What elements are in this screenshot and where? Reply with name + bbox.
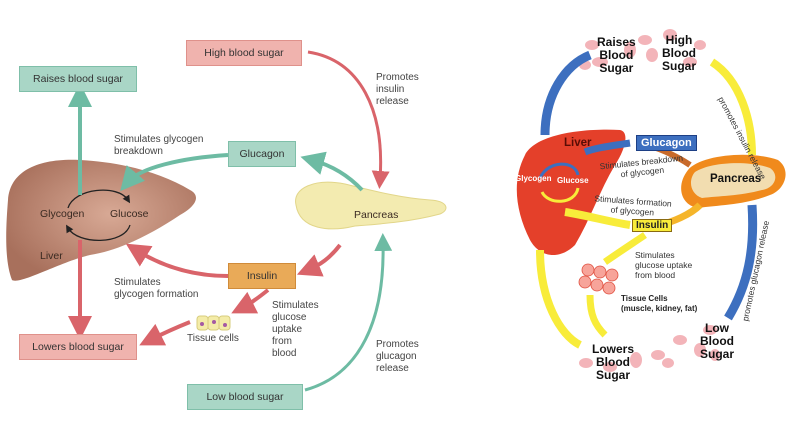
stimulates-glucose-uptake-label: Stimulates glucose uptake from blood [272,300,319,359]
pancreas-shape [295,181,447,230]
cycle-arrow-bottom [66,224,131,242]
raises-blood-sugar-box: Raises blood sugar [19,66,137,92]
blood-cells-bottom [579,325,720,372]
arrow-glucagon-to-liver [120,153,229,192]
cycle-arrow-blue [538,162,580,179]
arrow-tissue-to-lowers [139,320,191,346]
tissue-cells-label: Tissue cells [187,333,239,344]
glucagon-right-label: Glucagon [636,135,697,151]
arrow-insulin-to-tissue-yellow [602,232,647,265]
arrow-low-to-pancreas [304,233,393,392]
arrow-insulin-to-liver-yellow [564,208,631,229]
glucose-label: Glucose [110,208,149,220]
low-blood-sugar-label: Low Blood Sugar [700,321,735,361]
low-blood-sugar-box: Low blood sugar [187,384,303,410]
pancreas-right-label: Pancreas [710,173,762,185]
cycle-arrow-yellow [540,187,580,203]
promotes-insulin-release-label: Promotes insulin release [376,72,419,107]
arrow-pancreas-to-glucagon [300,151,364,192]
arrow-insulin-to-liver [125,243,229,278]
liver-right-label: Liver [564,137,592,149]
lowers-blood-sugar-box: Lowers blood sugar [19,334,137,360]
glucose-right-label: Glucose [557,176,589,185]
tissue-cells-right-label: Tissue Cells (muscle, kidney, fat) [621,294,698,313]
arrow-tissue-to-lowers-yellow [586,294,608,338]
glucagon-box: Glucagon [228,141,296,167]
tissue-cells-icon [196,315,231,331]
raises-blood-sugar-label: Raises Blood Sugar [597,35,636,75]
stimulates-uptake-label: Stimulates glucose uptake from blood [635,250,693,280]
lowers-blood-sugar-label: Lowers Blood Sugar [592,342,635,382]
liver-right-shape [516,129,626,256]
pancreas-right-inner [690,163,776,198]
glycogen-right-label: Glycogen [515,174,552,183]
promotes-glucagon-release-label: Promotes glucagon release [376,339,419,374]
high-blood-sugar-box: High blood sugar [186,40,302,66]
arrow-pancreas-to-insulin [296,243,342,277]
liver-label: Liver [40,250,63,262]
arrow-high-to-pancreas [307,50,390,189]
arrow-insulin-to-tissue [231,288,270,314]
arrow-liver-to-raises-blue [540,50,592,136]
cycle-arrow-top [67,189,131,209]
stimulates-glycogen-formation-label: Stimulates glycogen formation [114,277,199,300]
insulin-right-label: Insulin [632,219,673,232]
arrow-glucagon-to-liver-blue [583,139,631,156]
stimulates-glycogen-breakdown-label: Stimulates glycogen breakdown [114,134,204,157]
high-blood-sugar-label: High Blood Sugar [662,33,697,73]
insulin-box: Insulin [228,263,296,289]
tissue-cells-right-icon [578,263,619,295]
arrow-liver-to-lowers-yellow [536,249,583,349]
liver-shape [6,159,196,281]
arrow-high-to-pancreas-yellow [709,58,756,156]
pancreas-label: Pancreas [354,209,399,221]
glycogen-label: Glycogen [40,208,85,220]
arrow-low-to-pancreas-blue [724,204,758,321]
